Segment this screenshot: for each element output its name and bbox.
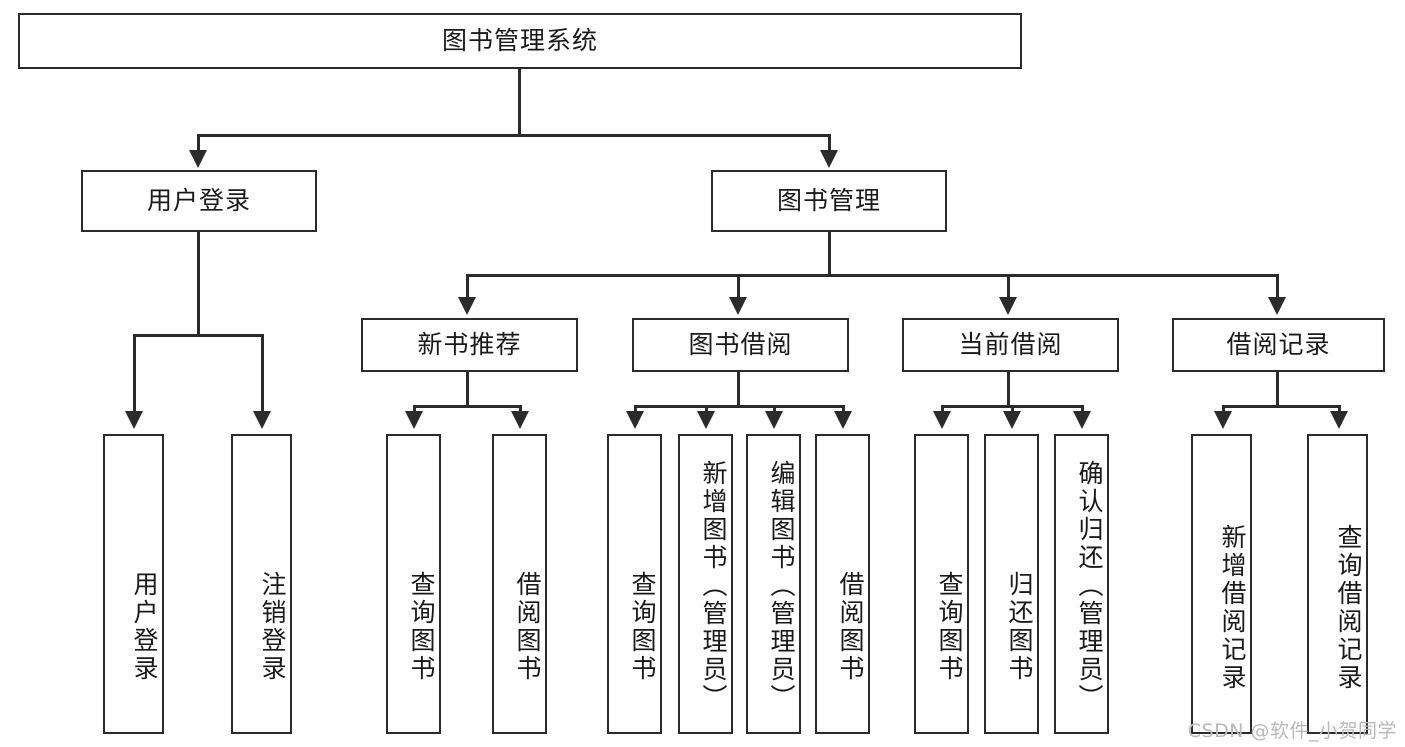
arrow-book-borrow-child-2	[697, 411, 715, 429]
arrow-to-book-borrow	[729, 297, 747, 315]
connector-new-book-child-2	[519, 405, 522, 414]
leaf-borrow-record-query[interactable]: 查询借阅记录	[1307, 434, 1368, 734]
node-new-book-recommend[interactable]: 新书推荐	[361, 318, 578, 372]
leaf-current-borrow-return[interactable]: 归还图书	[984, 434, 1039, 734]
connector-root-to-user-login	[197, 134, 200, 154]
connector-current-borrow-child-3	[1081, 405, 1084, 414]
connector-user-login-child-2	[261, 334, 264, 414]
arrow-book-borrow-child-3	[765, 411, 783, 429]
leaf-new-book-query[interactable]: 查询图书	[386, 434, 441, 734]
connector-to-book-borrow	[737, 274, 740, 300]
connector-current-borrow-child-1	[941, 405, 944, 414]
connector-root-stem	[518, 69, 521, 136]
connector-book-borrow-stem	[737, 372, 740, 407]
connector-to-current-borrow	[1007, 274, 1010, 300]
connector-borrow-record-stem	[1276, 372, 1279, 407]
connector-new-book-stem	[466, 372, 469, 407]
leaf-book-borrow-query[interactable]: 查询图书	[607, 434, 662, 734]
leaf-user-login-logout[interactable]: 注销登录	[231, 434, 292, 734]
leaf-book-borrow-borrow[interactable]: 借阅图书	[815, 434, 870, 734]
node-book-borrow[interactable]: 图书借阅	[632, 318, 849, 372]
arrow-new-book-child-1	[405, 411, 423, 429]
node-user-login[interactable]: 用户登录	[81, 170, 317, 232]
leaf-borrow-record-add[interactable]: 新增借阅记录	[1191, 434, 1252, 734]
connector-book-borrow-bar	[634, 405, 844, 408]
arrow-new-book-child-2	[511, 411, 529, 429]
leaf-current-borrow-confirm-return[interactable]: 确认归还（管理员）	[1054, 434, 1109, 734]
connector-book-manage-bar	[466, 274, 1278, 277]
connector-new-book-child-1	[413, 405, 416, 414]
connector-to-new-book	[466, 274, 469, 300]
arrow-to-current-borrow	[999, 297, 1017, 315]
connector-current-borrow-child-2	[1011, 405, 1014, 414]
connector-borrow-record-child-1	[1222, 405, 1225, 414]
arrow-current-borrow-child-1	[933, 411, 951, 429]
connector-new-book-bar	[413, 405, 519, 408]
leaf-current-borrow-query[interactable]: 查询图书	[914, 434, 969, 734]
connector-current-borrow-stem	[1007, 372, 1010, 407]
connector-root-bar	[197, 134, 831, 137]
leaf-book-borrow-edit[interactable]: 编辑图书（管理员）	[746, 434, 801, 734]
connector-root-to-book-manage	[828, 134, 831, 154]
arrow-user-login-child-2	[253, 411, 271, 429]
node-book-management[interactable]: 图书管理	[711, 170, 947, 232]
leaf-user-login-login[interactable]: 用户登录	[103, 434, 164, 734]
node-root-system[interactable]: 图书管理系统	[18, 13, 1022, 69]
arrow-user-login-child-1	[125, 411, 143, 429]
connector-book-borrow-child-3	[773, 405, 776, 414]
connector-book-borrow-child-1	[634, 405, 637, 414]
node-borrow-record[interactable]: 借阅记录	[1172, 318, 1385, 372]
connector-book-borrow-child-4	[842, 405, 845, 414]
leaf-new-book-borrow[interactable]: 借阅图书	[492, 434, 547, 734]
arrow-borrow-record-child-1	[1214, 411, 1232, 429]
connector-user-login-stem	[197, 232, 200, 336]
arrow-book-borrow-child-4	[834, 411, 852, 429]
connector-book-manage-stem	[828, 232, 831, 276]
leaf-book-borrow-add[interactable]: 新增图书（管理员）	[678, 434, 733, 734]
connector-book-borrow-child-2	[705, 405, 708, 414]
connector-user-login-child-1	[133, 334, 136, 414]
arrow-to-new-book	[458, 297, 476, 315]
connector-borrow-record-bar	[1222, 405, 1338, 408]
csdn-watermark: CSDN @软件_小贺同学	[1187, 720, 1397, 742]
node-current-borrow[interactable]: 当前借阅	[902, 318, 1119, 372]
connector-user-login-bar	[133, 334, 263, 337]
arrow-to-borrow-record	[1268, 297, 1286, 315]
arrow-current-borrow-child-2	[1003, 411, 1021, 429]
arrow-root-to-user-login	[189, 150, 207, 168]
arrow-current-borrow-child-3	[1073, 411, 1091, 429]
arrow-borrow-record-child-2	[1330, 411, 1348, 429]
arrow-book-borrow-child-1	[626, 411, 644, 429]
arrow-root-to-book-manage	[820, 150, 838, 168]
connector-to-borrow-record	[1276, 274, 1279, 300]
connector-borrow-record-child-2	[1338, 405, 1341, 414]
